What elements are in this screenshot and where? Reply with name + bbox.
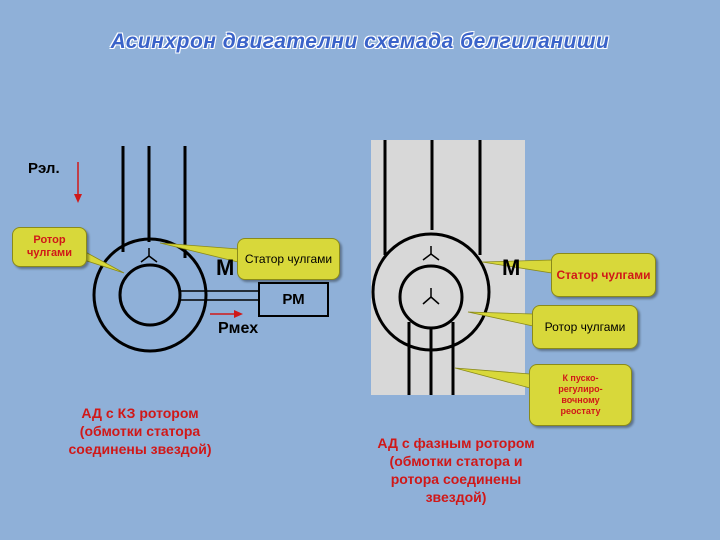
p-mex-label: Рмех xyxy=(218,320,259,337)
right-rotor-star xyxy=(422,288,440,305)
right-stator-star xyxy=(422,246,440,261)
p-mex-arrow xyxy=(210,310,243,318)
rheostat-callout: К пуско- регулиро- вочному реостату xyxy=(529,364,632,426)
left-stator-callout: Статор чулгами xyxy=(237,238,340,280)
right-caption-line-1: АД с фазным ротором xyxy=(377,435,535,451)
rheostat-callout-line-1: К пуско- xyxy=(562,373,599,383)
left-caption-line-3: соединены звездой) xyxy=(68,441,212,457)
pm-box: РМ xyxy=(258,282,329,317)
rheostat-callout-line-4: реостату xyxy=(560,406,601,416)
left-star-symbol xyxy=(140,248,158,263)
left-caption-line-1: АД с КЗ ротором xyxy=(81,405,199,421)
left-motor-label: М xyxy=(216,255,235,280)
left-caption-line-2: (обмотки статора xyxy=(79,423,201,439)
right-motor xyxy=(371,140,491,395)
rheostat-callout-line-3: вочному xyxy=(561,395,600,405)
right-caption-line-4: звездой) xyxy=(425,489,487,505)
slide-title: Асинхрон двигателни схемада белгиланиши xyxy=(110,30,610,53)
rheostat-callout-line-2: регулиро- xyxy=(558,384,603,394)
p-el-arrow xyxy=(74,162,82,203)
left-shaft xyxy=(180,290,258,301)
left-rotor-circle xyxy=(118,263,182,327)
left-stator-circle xyxy=(92,237,208,353)
right-caption-line-2: (обмотки статора и xyxy=(389,453,523,469)
left-rotor-callout: Ротор чулгами xyxy=(12,227,87,267)
p-el-label: Рэл. xyxy=(28,160,60,177)
right-diagram-panel xyxy=(371,140,525,395)
right-stator-callout: Статор чулгами xyxy=(551,253,656,297)
left-caption: АД с КЗ ротором (обмотки статора соедине… xyxy=(40,404,240,458)
right-caption: АД с фазным ротором (обмотки статора и р… xyxy=(356,434,556,506)
right-motor-label: М xyxy=(502,255,521,280)
left-motor xyxy=(92,146,208,353)
right-rotor-callout: Ротор чулгами xyxy=(532,305,638,349)
right-caption-line-3: ротора соединены xyxy=(390,471,522,487)
